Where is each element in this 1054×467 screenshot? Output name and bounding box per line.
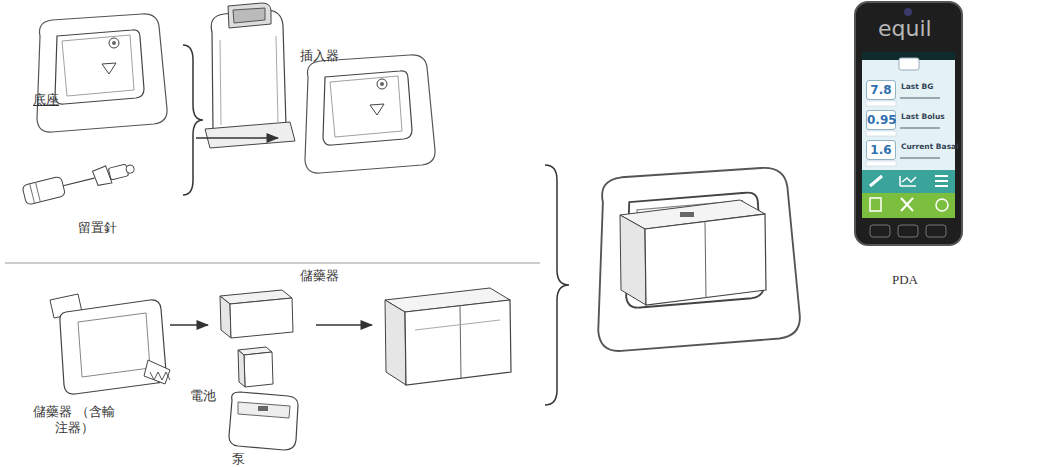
needle-line bbox=[63, 178, 94, 186]
part-label: 泵 bbox=[232, 451, 245, 467]
part-label: 留置針 bbox=[78, 220, 117, 236]
reservoir-part bbox=[220, 290, 293, 338]
reading-label: Current Basal bbox=[901, 142, 959, 152]
reading-value: 7.8 bbox=[867, 81, 895, 99]
tube-coil bbox=[150, 372, 170, 380]
pump-slot bbox=[258, 406, 268, 411]
reservoir-infusion bbox=[50, 294, 170, 394]
pump-assembled bbox=[385, 288, 511, 385]
pump-line bbox=[415, 320, 500, 330]
value-box: 0.95Last Bolus bbox=[866, 110, 896, 130]
reservoir-window bbox=[78, 313, 150, 377]
pump-front bbox=[645, 214, 766, 305]
unit-box bbox=[866, 161, 896, 166]
battery-front bbox=[244, 352, 273, 387]
pump-side bbox=[620, 215, 646, 305]
menu-band bbox=[862, 170, 955, 193]
part-label: 底座 bbox=[33, 92, 59, 108]
part-label: 儲藥器 （含輸注器） bbox=[30, 404, 118, 436]
brand-logo: equil bbox=[878, 16, 932, 42]
flow-arrow bbox=[316, 324, 372, 326]
tube-end bbox=[144, 360, 170, 384]
needle-cap bbox=[22, 176, 66, 205]
pump-body bbox=[229, 392, 298, 450]
base-final bbox=[598, 168, 800, 351]
pump-front bbox=[405, 300, 511, 385]
brace bbox=[183, 45, 203, 195]
base-patch bbox=[37, 14, 167, 132]
pump-side bbox=[385, 300, 406, 385]
inserter-device bbox=[205, 3, 295, 148]
clock-tab bbox=[899, 58, 919, 70]
needle-tail bbox=[108, 164, 128, 180]
pda-screen bbox=[862, 52, 955, 218]
action-icon bbox=[901, 198, 913, 211]
inserter-plate bbox=[205, 122, 295, 148]
reading-value: 0.95 bbox=[867, 111, 895, 129]
part-label: PDA bbox=[892, 272, 918, 288]
part-label: 插入器 bbox=[300, 48, 339, 64]
nav-button bbox=[926, 225, 946, 237]
shade-line bbox=[276, 36, 278, 122]
value-box: 1.6Current Basal bbox=[866, 140, 896, 160]
nav-button bbox=[870, 225, 890, 237]
menu-icon bbox=[870, 176, 882, 186]
brace bbox=[545, 165, 569, 405]
base-assembled bbox=[305, 55, 435, 173]
menu-icon bbox=[935, 176, 948, 186]
unit-box bbox=[866, 101, 896, 106]
cap-rib bbox=[36, 182, 41, 201]
reading-label: Last Bolus bbox=[901, 112, 945, 122]
battery-side bbox=[238, 350, 245, 387]
nav-button bbox=[898, 225, 918, 237]
reading-label: Last BG bbox=[901, 82, 933, 92]
reservoir-front bbox=[230, 298, 293, 338]
part-label: 電池 bbox=[190, 388, 216, 404]
needle-part bbox=[22, 158, 136, 205]
pda-body bbox=[855, 2, 962, 245]
battery-part bbox=[238, 347, 273, 387]
pump-joint bbox=[705, 222, 706, 298]
date-line bbox=[900, 97, 940, 99]
pump-top bbox=[238, 402, 290, 418]
shade-line bbox=[220, 40, 221, 125]
pump-final bbox=[620, 200, 766, 305]
separator-line bbox=[5, 263, 540, 264]
pump-joint bbox=[460, 306, 461, 379]
pda-camera bbox=[904, 8, 912, 16]
action-band bbox=[862, 193, 955, 218]
cap-rib bbox=[30, 184, 35, 203]
action-icon bbox=[936, 199, 948, 211]
reading-value: 1.6 bbox=[867, 141, 895, 159]
value-box: 7.8Last BG bbox=[866, 80, 896, 100]
flow-arrow bbox=[170, 324, 208, 326]
action-icon bbox=[870, 198, 881, 211]
unit-box bbox=[866, 131, 896, 136]
pump-slot bbox=[680, 212, 694, 217]
part-label: 儲藥器 bbox=[300, 268, 339, 284]
date-line bbox=[900, 157, 940, 159]
pump-part bbox=[229, 392, 298, 450]
inserter-button-face bbox=[233, 8, 265, 23]
reservoir-side bbox=[220, 296, 231, 338]
reservoir-body bbox=[60, 300, 166, 394]
pda-device bbox=[855, 2, 962, 245]
inserter-body bbox=[211, 10, 286, 131]
needle-end bbox=[125, 164, 135, 174]
date-line bbox=[900, 127, 940, 129]
menu-icon bbox=[900, 176, 916, 186]
inserter-button bbox=[228, 3, 271, 28]
flow-arrow bbox=[196, 137, 278, 139]
